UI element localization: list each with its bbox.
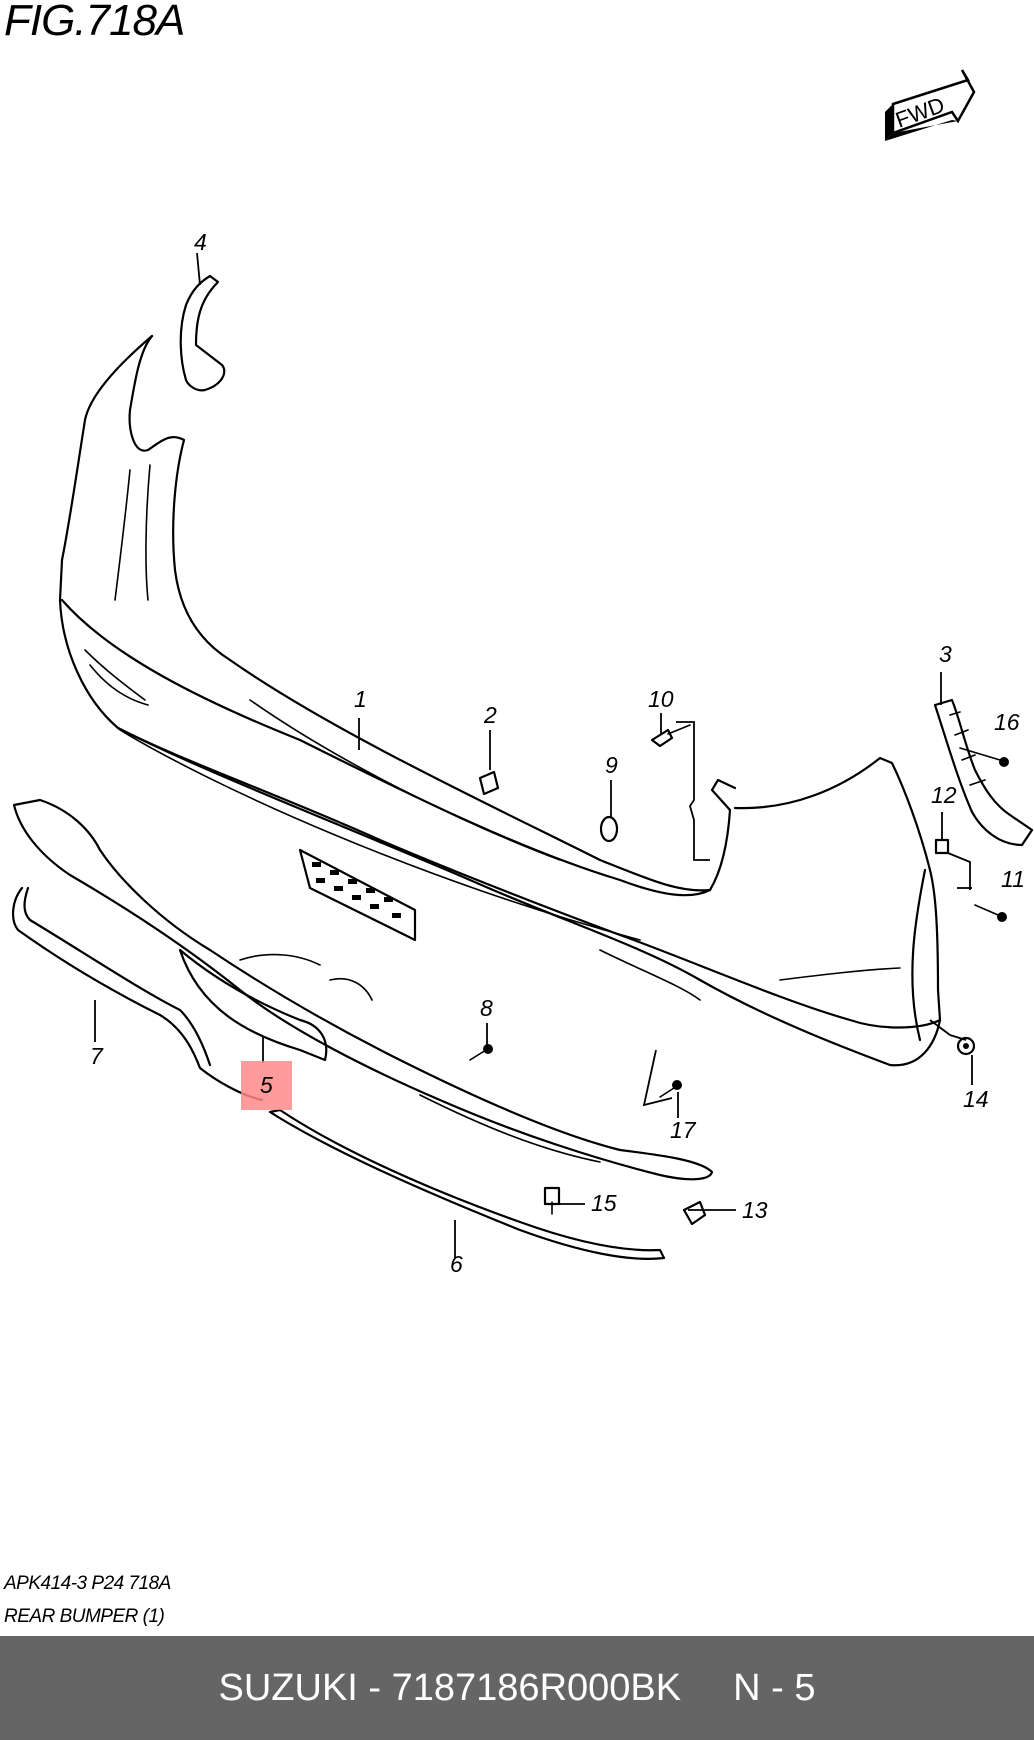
highlight-callout-5 [241,1061,292,1110]
fwd-label: FWD [892,92,948,133]
rear-bumper-exploded-diagram: FWD [12,69,1034,1277]
callout-7[interactable]: 7 [90,1043,104,1069]
callout-16[interactable]: 16 [994,709,1020,735]
part-4-bracket [179,274,226,392]
part-14-nut-icon [956,1036,976,1056]
part-1-bumper-cover [58,334,942,1067]
part-16-screw-icon [959,747,1009,767]
callout-8[interactable]: 8 [480,995,493,1021]
callout-2[interactable]: 2 [483,702,497,728]
part-11-screw-icon [974,904,1007,922]
callout-4[interactable]: 4 [194,229,207,255]
part-12-clip-icon [934,838,950,855]
part-15-bolt-icon [543,1186,561,1215]
callout-17[interactable]: 17 [670,1117,697,1143]
callout-14[interactable]: 14 [963,1086,989,1112]
callout-11[interactable]: 11 [1001,866,1025,892]
part-7-lower-lip [12,886,264,1102]
part-2-clip-icon [478,770,500,796]
part-17-screw-icon [659,1080,682,1098]
callout-6[interactable]: 6 [450,1251,463,1277]
figure-name: REAR BUMPER (1) [4,1606,165,1627]
part-9-grommet-icon [599,815,619,843]
part-13-clip-icon [682,1200,707,1226]
fwd-arrow-icon: FWD [885,69,976,141]
footer-bar: SUZUKI - 7187186R000BK N - 5 [0,1636,1034,1740]
callout-12[interactable]: 12 [931,782,957,808]
footer-ref-text: N - 5 [733,1666,816,1709]
callout-1[interactable]: 1 [354,686,367,712]
leader-lines [94,252,973,1258]
part-3-bracket [933,698,1034,847]
callout-10[interactable]: 10 [648,686,674,712]
figure-title: FIG.718A [4,0,185,45]
callout-5[interactable]: 5 [260,1072,273,1098]
part-10-screw-icon [650,724,691,748]
callout-9[interactable]: 9 [605,752,618,778]
figure-code: APK414-3 P24 718A [4,1573,171,1594]
callout-3[interactable]: 3 [939,641,952,667]
part-5-diffuser [12,798,714,1181]
callout-15[interactable]: 15 [591,1190,617,1216]
callout-13[interactable]: 13 [742,1197,768,1223]
part-8-screw-icon [469,1044,493,1061]
footer-part-text: SUZUKI - 7187186R000BK [218,1666,682,1709]
part-6-lower-strip [268,1108,666,1260]
